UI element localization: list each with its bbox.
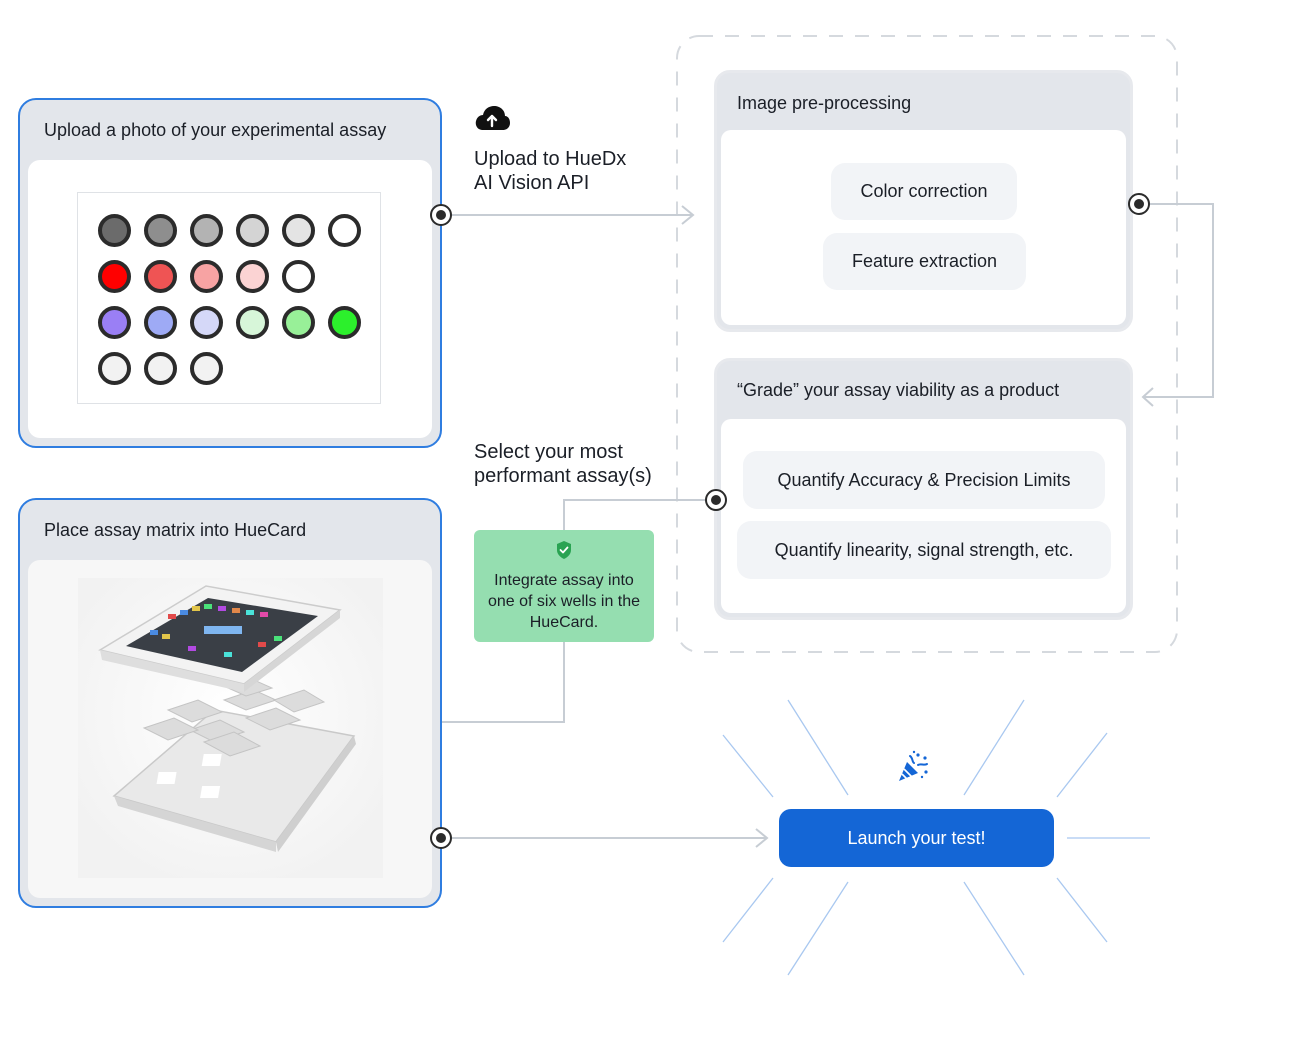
- assay-swatch-dot: [190, 352, 223, 385]
- assay-swatch-dot: [190, 260, 223, 293]
- preprocessing-body: Color correction Feature extraction: [721, 130, 1126, 325]
- assay-swatch-dot: [144, 352, 177, 385]
- accuracy-precision-step: Quantify Accuracy & Precision Limits: [743, 451, 1105, 509]
- color-correction-step: Color correction: [831, 163, 1017, 220]
- assay-swatch-dot: [98, 260, 131, 293]
- assay-swatch-dot: [190, 306, 223, 339]
- shield-check-icon: [555, 540, 573, 560]
- assay-swatch-dot: [282, 306, 315, 339]
- upload-api-label: Upload to HueDx AI Vision API: [474, 147, 626, 195]
- assay-swatch-dot: [328, 214, 361, 247]
- upload-api-line2: AI Vision API: [474, 172, 590, 194]
- upload-photo-card[interactable]: Upload a photo of your experimental assa…: [18, 98, 442, 448]
- feature-extraction-step: Feature extraction: [823, 233, 1026, 290]
- launch-test-button[interactable]: Launch your test!: [779, 809, 1054, 867]
- arrow-grade: [1141, 387, 1154, 407]
- huecard-exploded-illustration: [78, 578, 383, 878]
- assay-swatch-dot: [282, 260, 315, 293]
- assay-swatch-grid: [77, 192, 381, 404]
- wire-preprocess-grade: [1144, 203, 1214, 398]
- integrate-assay-text: Integrate assay into one of six wells in…: [487, 572, 641, 631]
- huecard-image: [28, 560, 432, 898]
- assay-swatch-dot: [282, 214, 315, 247]
- grade-body: Quantify Accuracy & Precision Limits Qua…: [721, 419, 1126, 613]
- launch-burst: [722, 699, 1150, 976]
- upload-photo-preview: [28, 160, 432, 438]
- assay-swatch-dot: [144, 260, 177, 293]
- assay-swatch-dot: [98, 352, 131, 385]
- upload-photo-title: Upload a photo of your experimental assa…: [44, 120, 387, 140]
- arrow-launch: [755, 828, 769, 848]
- upload-api-line1: Upload to HueDx: [474, 148, 627, 170]
- process-container: [676, 35, 1178, 653]
- preprocess-output-connector[interactable]: [1128, 193, 1150, 215]
- integrate-assay-note: Integrate assay into one of six wells in…: [474, 530, 654, 642]
- grade-output-connector[interactable]: [705, 489, 727, 511]
- preprocessing-panel: Image pre-processing Color correction Fe…: [714, 70, 1133, 332]
- assay-swatch-dot: [98, 214, 131, 247]
- assay-swatch-dot: [144, 214, 177, 247]
- huecard-card[interactable]: Place assay matrix into HueCard: [18, 498, 442, 908]
- upload-output-connector[interactable]: [430, 204, 452, 226]
- assay-swatch-dot: [144, 306, 177, 339]
- grade-title: “Grade” your assay viability as a produc…: [737, 380, 1060, 400]
- assay-swatch-dot: [236, 306, 269, 339]
- select-assay-label: Select your most performant assay(s): [474, 440, 652, 488]
- grade-panel: “Grade” your assay viability as a produc…: [714, 358, 1133, 620]
- preprocessing-title: Image pre-processing: [737, 93, 912, 113]
- select-assay-line1: Select your most: [474, 441, 623, 463]
- assay-swatch-dot: [236, 260, 269, 293]
- wire-grade-huecard: [563, 499, 705, 530]
- linearity-signal-step: Quantify linearity, signal strength, etc…: [737, 521, 1111, 579]
- assay-swatch-dot: [190, 214, 223, 247]
- select-assay-line2: performant assay(s): [474, 465, 652, 487]
- assay-swatch-dot: [328, 306, 361, 339]
- assay-swatch-dot: [98, 306, 131, 339]
- cloud-upload-icon: [474, 104, 510, 132]
- huecard-output-connector[interactable]: [430, 827, 452, 849]
- arrow-upload: [681, 205, 695, 225]
- assay-swatch-dot: [236, 214, 269, 247]
- party-popper-icon: [896, 750, 930, 784]
- huecard-title: Place assay matrix into HueCard: [44, 520, 307, 540]
- huecard-color-patches: [150, 604, 282, 657]
